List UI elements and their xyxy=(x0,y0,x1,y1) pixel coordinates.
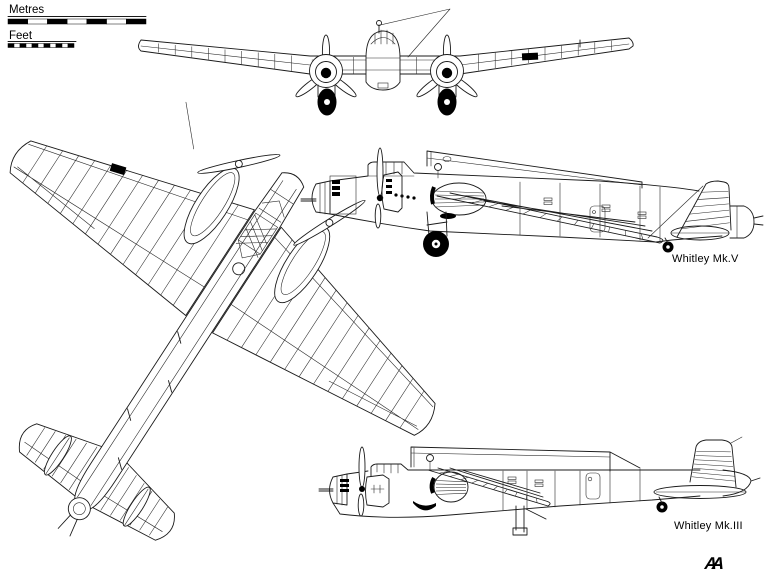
feet-label: Feet xyxy=(9,30,33,42)
plan-wing-black-marking xyxy=(109,163,127,176)
canopy-hatch xyxy=(237,212,279,255)
fuselage-windows xyxy=(543,197,647,219)
fin xyxy=(689,439,737,488)
exhaust-ring xyxy=(430,186,436,205)
spinner xyxy=(320,67,332,79)
fuselage-windows xyxy=(507,476,544,487)
tail-guns xyxy=(57,514,78,537)
propeller-blade-lower xyxy=(357,493,365,517)
aerial-wires xyxy=(379,8,451,58)
feet-bar xyxy=(7,43,75,48)
metres-bar xyxy=(7,18,147,25)
nose-turret xyxy=(311,180,331,215)
side-view-top-label: Whitley Mk.V xyxy=(672,253,739,265)
wing-black-marking xyxy=(521,52,539,61)
nose-gun xyxy=(300,198,317,202)
propeller-blade-upper xyxy=(358,446,366,488)
plan-view xyxy=(9,101,436,541)
engine-cowl xyxy=(365,474,390,508)
nose-gun xyxy=(318,488,334,492)
propeller-blade-lower xyxy=(374,203,382,229)
ventral-turret xyxy=(413,501,436,511)
tail-turret xyxy=(67,497,91,521)
spinner xyxy=(441,67,453,79)
nose-turret xyxy=(329,473,348,506)
ventral-mount xyxy=(512,505,547,536)
side-view-mkv: Whitley Mk.V xyxy=(300,147,764,265)
metres-label: Metres xyxy=(9,4,44,16)
exhaust-ring xyxy=(429,476,436,494)
engine-cowl xyxy=(381,171,403,213)
fuel-filler xyxy=(426,454,434,462)
scale-bar-metres: Metres xyxy=(7,4,147,25)
tail-guns xyxy=(753,215,764,226)
scale-bar-feet: Feet xyxy=(7,30,77,48)
crew-door xyxy=(585,472,601,500)
front-view xyxy=(138,8,634,116)
port-nacelle xyxy=(183,154,281,245)
fuselage-front xyxy=(365,8,451,91)
side-view-mkiii: Whitley Mk.III xyxy=(318,436,761,536)
starboard-nacelle xyxy=(274,199,366,304)
dorsal-turret xyxy=(232,262,246,276)
side-view-bottom-label: Whitley Mk.III xyxy=(674,520,743,532)
crew-door xyxy=(589,205,606,233)
aerial-wire xyxy=(185,101,195,150)
starboard-engine-front xyxy=(416,34,478,116)
fin xyxy=(676,180,732,238)
tailplane xyxy=(653,485,747,499)
astrodome xyxy=(434,163,442,171)
port-engine-front xyxy=(295,34,357,116)
tail-turret xyxy=(729,205,755,239)
artist-monogram-logo: AA xyxy=(703,554,725,573)
